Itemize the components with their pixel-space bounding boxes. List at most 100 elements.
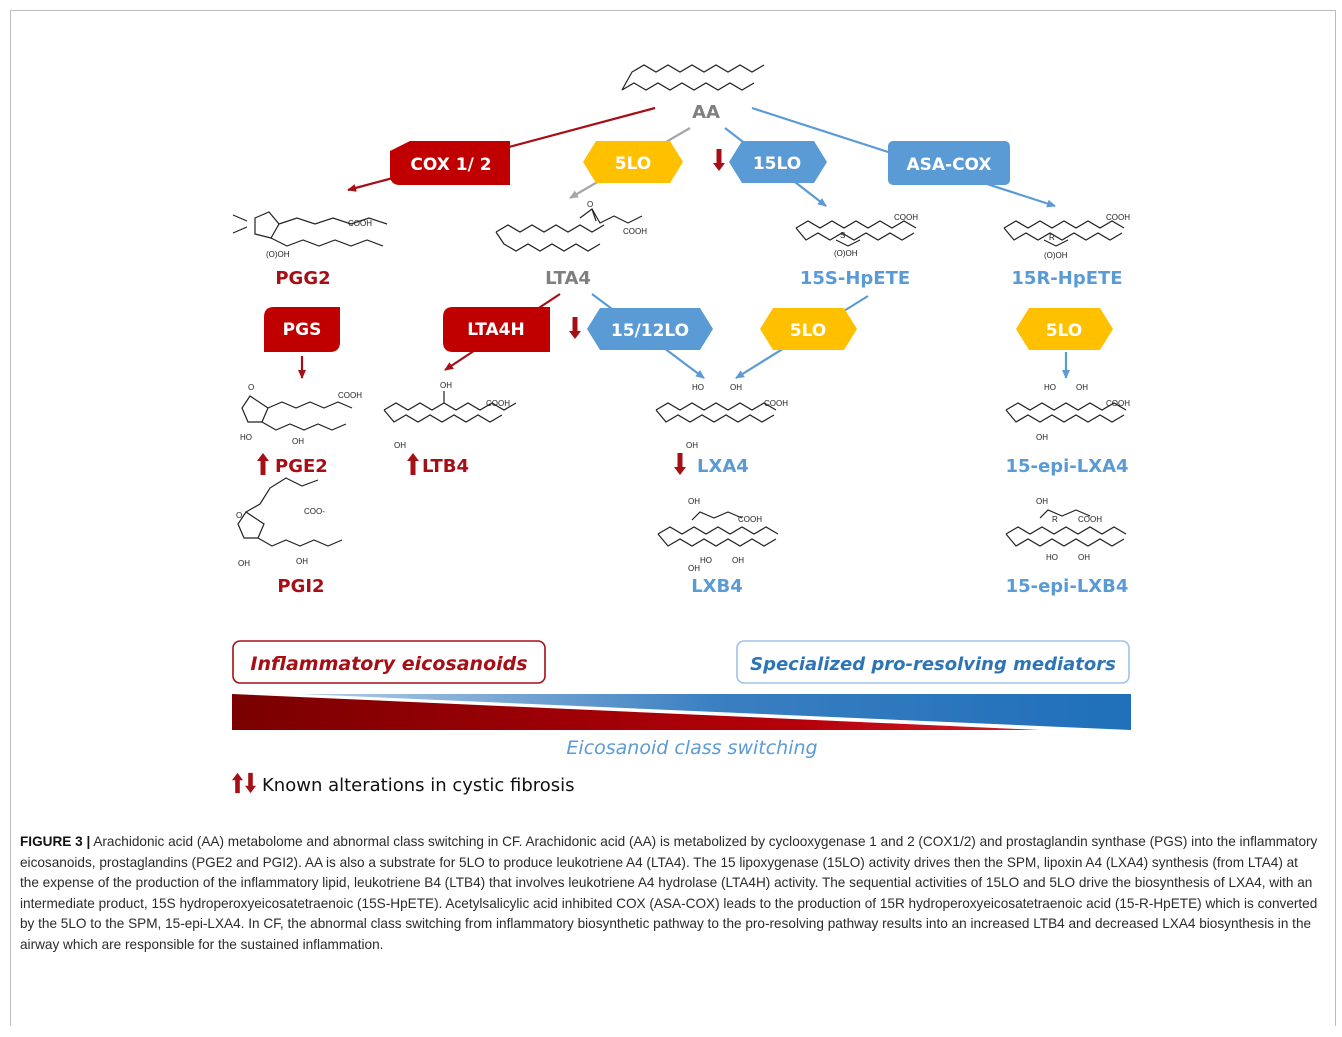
svg-text:PGS: PGS [283, 320, 322, 340]
cf-increase-pge2-icon [257, 453, 269, 475]
enzyme-15-12lo: 15/12LO [587, 308, 713, 350]
enzyme-cox12: COX 1/ 2 [390, 141, 510, 185]
15-epi-lxb4-label: 15-epi-LXB4 [1006, 576, 1129, 597]
class-switching-label: Eicosanoid class switching [566, 737, 817, 759]
figure-frame [10, 10, 1336, 1026]
svg-text:COO-: COO- [304, 507, 325, 516]
svg-text:OH: OH [688, 564, 700, 573]
svg-text:OH: OH [292, 437, 304, 446]
svg-text:COOH: COOH [1106, 213, 1130, 222]
lxa4-structure: HO OH COOH OH [655, 383, 788, 450]
15-epi-lxa4-structure: HO OH COOH OH [1005, 383, 1130, 442]
svg-text:OH: OH [730, 383, 742, 392]
svg-text:(O)OH: (O)OH [834, 249, 858, 258]
cf-increase-ltb4-icon [407, 453, 419, 475]
svg-text:OH: OH [394, 441, 406, 450]
svg-text:Inflammatory eicosanoids: Inflammatory eicosanoids [250, 653, 527, 675]
spm-box: Specialized pro-resolving mediators [736, 640, 1130, 684]
svg-text:(O)OH: (O)OH [1044, 251, 1068, 260]
15-epi-lxa4-label: 15-epi-LXA4 [1005, 456, 1128, 477]
svg-text:15LO: 15LO [753, 154, 801, 174]
pge2-structure: O COOH HO OH [240, 383, 362, 446]
svg-text:HO: HO [1046, 553, 1058, 562]
svg-text:COOH: COOH [486, 399, 510, 408]
lta4-label: LTA4 [545, 268, 591, 289]
enzyme-5lo-right: 5LO [1016, 308, 1113, 350]
svg-text:5LO: 5LO [615, 154, 652, 174]
svg-text:R: R [1049, 233, 1055, 242]
svg-text:COOH: COOH [738, 515, 762, 524]
enzyme-lta4h: LTA4H [443, 307, 550, 352]
svg-text:COOH: COOH [764, 399, 788, 408]
svg-text:5LO: 5LO [1046, 321, 1083, 341]
enzyme-5lo-mid: 5LO [760, 308, 857, 350]
svg-text:COOH: COOH [894, 213, 918, 222]
svg-text:OH: OH [296, 557, 308, 566]
svg-text:OH: OH [688, 497, 700, 506]
legend-up-arrow-icon [232, 772, 243, 794]
svg-text:OH: OH [440, 381, 452, 390]
svg-text:OH: OH [686, 441, 698, 450]
svg-text:(O)OH: (O)OH [266, 250, 290, 259]
ltb4-structure: OH COOH OH [383, 381, 517, 450]
inflammatory-wedge [232, 694, 1040, 730]
svg-text:COOH: COOH [623, 227, 647, 236]
pgg2-label: PGG2 [275, 268, 330, 289]
svg-text:O: O [236, 511, 242, 520]
cf-decrease-15lo-icon [713, 149, 725, 171]
enzyme-asa-cox: ASA-COX [888, 141, 1010, 185]
svg-text:HO: HO [1044, 383, 1056, 392]
lxa4-label: LXA4 [697, 456, 749, 477]
legend-down-arrow-icon [245, 772, 256, 794]
15s-hpete-label: 15S-HpETE [800, 268, 910, 289]
svg-text:S: S [840, 231, 845, 240]
lta4-structure: COOH O [495, 200, 647, 252]
cf-decrease-lxa4-icon [674, 453, 686, 475]
caption-text: Arachidonic acid (AA) metabolome and abn… [20, 834, 1318, 952]
svg-text:COOH: COOH [348, 219, 372, 228]
enzyme-15lo: 15LO [729, 141, 827, 183]
svg-text:HO: HO [692, 383, 704, 392]
pro-resolving-wedge [300, 694, 1131, 730]
svg-text:COOH: COOH [338, 391, 362, 400]
svg-text:HO: HO [700, 556, 712, 565]
svg-text:O: O [587, 200, 593, 209]
svg-text:Specialized pro-resolving medi: Specialized pro-resolving mediators [750, 654, 1116, 675]
svg-text:ASA-COX: ASA-COX [906, 155, 991, 175]
figure-caption: FIGURE 3 | Arachidonic acid (AA) metabol… [20, 832, 1320, 955]
enzyme-pgs: PGS [264, 307, 340, 352]
pgi2-structure: O COO- OH OH [236, 477, 343, 568]
15r-hpete-structure: COOH R (O)OH [1003, 213, 1130, 260]
svg-text:COX 1/ 2: COX 1/ 2 [410, 155, 491, 175]
svg-text:OH: OH [732, 556, 744, 565]
enzyme-5lo-top: 5LO [583, 141, 683, 183]
pgg2-structure: COOH (O)OH [232, 211, 388, 259]
ltb4-label: LTB4 [422, 456, 469, 477]
svg-text:LTA4H: LTA4H [467, 320, 525, 340]
cf-decrease-15-12lo-icon [569, 317, 581, 339]
svg-text:COOH: COOH [1078, 515, 1102, 524]
15r-hpete-label: 15R-HpETE [1011, 268, 1122, 289]
svg-text:OH: OH [1036, 497, 1048, 506]
caption-label: FIGURE 3 | [20, 834, 91, 849]
svg-text:OH: OH [1078, 553, 1090, 562]
aa-pathway-diagram: AA COX 1/ 2 5LO 15LO ASA-COX COOH (O)OH … [232, 64, 1131, 796]
aa-structure [621, 64, 765, 91]
lxb4-label: LXB4 [691, 576, 743, 597]
svg-text:OH: OH [238, 559, 250, 568]
pgi2-label: PGI2 [277, 576, 324, 597]
svg-text:COOH: COOH [1106, 399, 1130, 408]
legend-text: Known alterations in cystic fibrosis [262, 775, 575, 796]
svg-text:R: R [1052, 515, 1058, 524]
15s-hpete-structure: COOH S (O)OH [795, 213, 918, 258]
inflammatory-eicosanoids-box: Inflammatory eicosanoids [232, 640, 546, 684]
svg-text:HO: HO [240, 433, 252, 442]
svg-text:OH: OH [1076, 383, 1088, 392]
svg-text:OH: OH [1036, 433, 1048, 442]
lxb4-structure: OH COOH HO OH OH [657, 497, 779, 573]
pge2-label: PGE2 [275, 456, 328, 477]
svg-text:5LO: 5LO [790, 321, 827, 341]
svg-text:15/12LO: 15/12LO [611, 321, 689, 341]
aa-label: AA [692, 102, 720, 123]
15-epi-lxb4-structure: OH R COOH HO OH [1005, 497, 1127, 562]
